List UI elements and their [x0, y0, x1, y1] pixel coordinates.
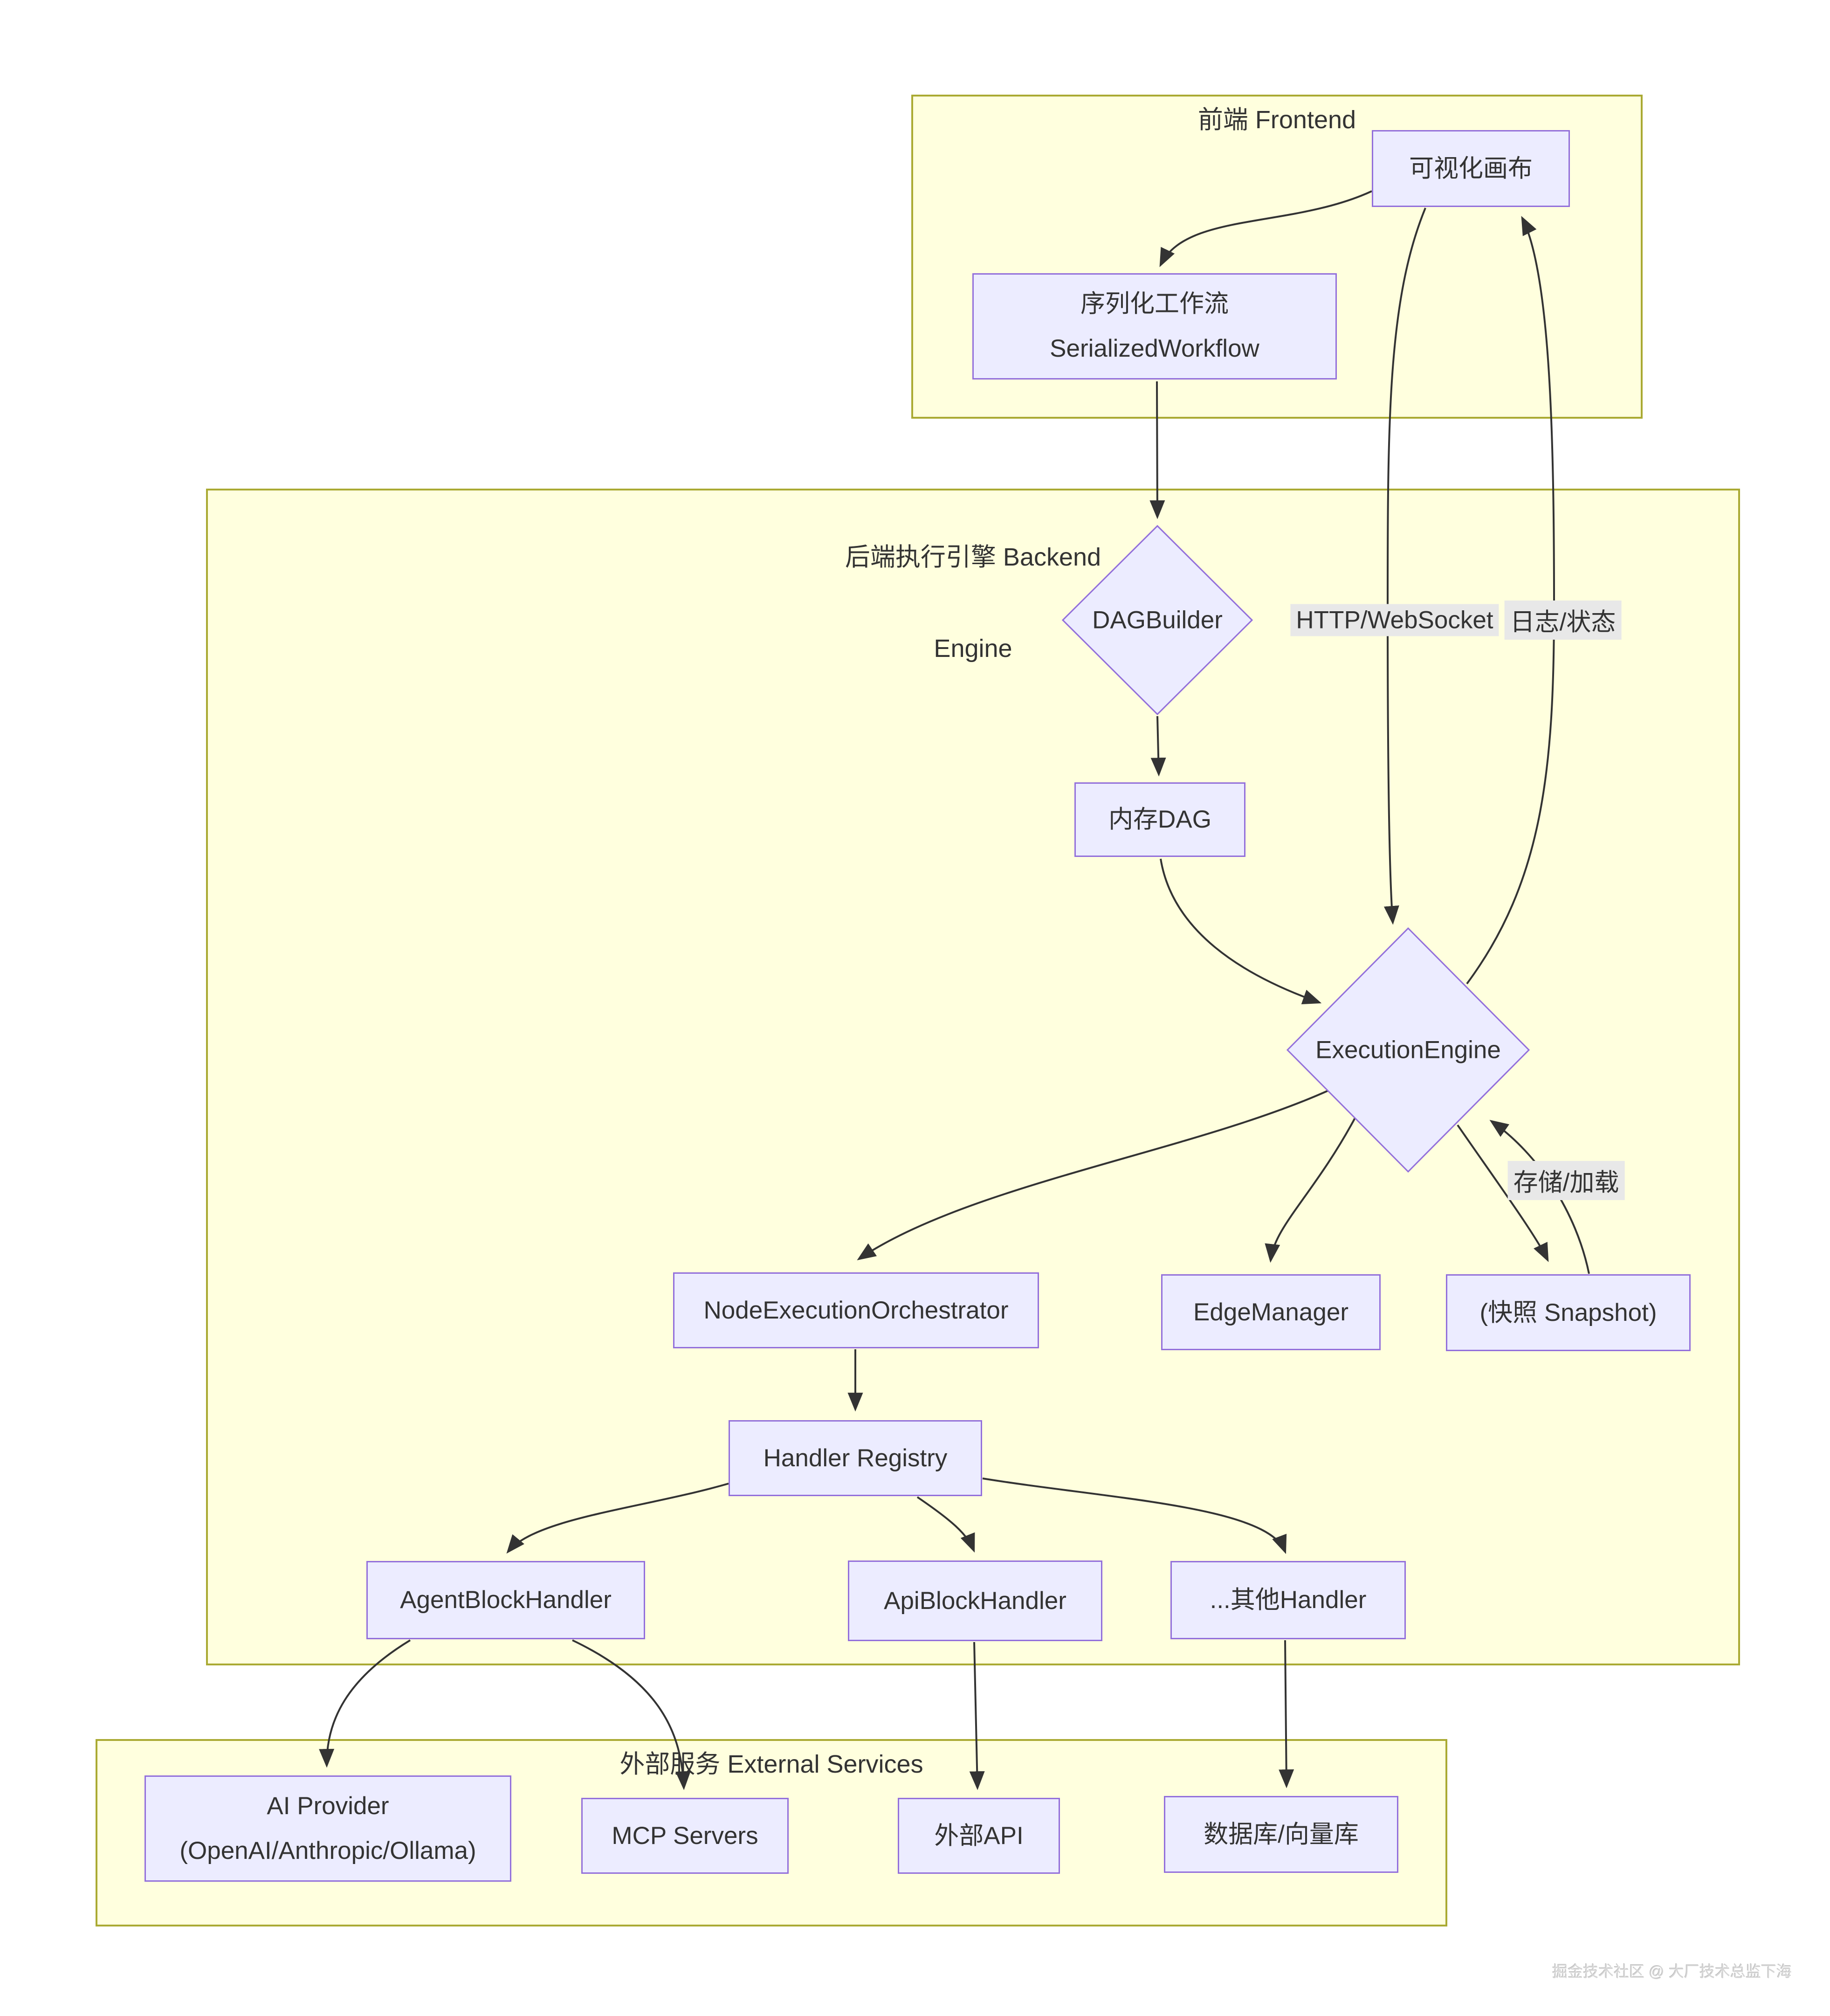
- node-snapshot-label: (快照 Snapshot): [1479, 1298, 1657, 1326]
- node-external-api: 外部API: [898, 1798, 1060, 1874]
- node-api-block-handler-label: ApiBlockHandler: [884, 1587, 1066, 1615]
- section-frontend-title: 前端 Frontend: [1197, 106, 1356, 134]
- node-serialized-workflow-line1: 序列化工作流: [1080, 290, 1229, 318]
- watermark: 掘金技术社区 @ 大厂技术总监下海: [1552, 1963, 1792, 1980]
- section-backend-title-line2: Engine: [934, 635, 1012, 663]
- node-agent-block-handler: AgentBlockHandler: [366, 1561, 645, 1639]
- node-memory-dag: 内存DAG: [1074, 782, 1245, 857]
- node-ai-provider-line2: (OpenAI/Anthropic/Ollama): [179, 1837, 476, 1864]
- edge-registry-to-agenthandler: [506, 1483, 729, 1554]
- node-snapshot: (快照 Snapshot): [1446, 1274, 1691, 1351]
- edge-canvas-to-engine-http: [1383, 207, 1426, 925]
- section-backend-title: 后端执行引擎 Backend Engine: [206, 489, 1740, 671]
- edge-otherhandler-to-db: [1279, 1640, 1294, 1788]
- edge-engine-to-edgemanager: [1265, 1117, 1356, 1263]
- node-mcp-servers-label: MCP Servers: [612, 1822, 758, 1850]
- section-external-title: 外部服务 External Services: [619, 1750, 923, 1778]
- node-api-block-handler: ApiBlockHandler: [848, 1560, 1102, 1641]
- node-other-handler-label: ...其他Handler: [1210, 1586, 1367, 1614]
- edge-engine-to-snapshot-store: [1457, 1124, 1549, 1262]
- node-executionengine-label: ExecutionEngine: [1315, 1036, 1501, 1064]
- node-database-label: 数据库/向量库: [1204, 1820, 1359, 1848]
- edge-dagbuilder-to-memdag: [1150, 716, 1166, 777]
- edge-apihandler-to-externalapi: [969, 1642, 985, 1790]
- node-orchestrator-label: NodeExecutionOrchestrator: [703, 1296, 1009, 1324]
- node-edgemanager-label: EdgeManager: [1193, 1298, 1348, 1326]
- node-mcp-servers: MCP Servers: [581, 1798, 789, 1874]
- node-edgemanager: EdgeManager: [1161, 1274, 1381, 1350]
- edge-memdag-to-engine: [1160, 858, 1322, 1004]
- node-handler-registry: Handler Registry: [729, 1420, 982, 1496]
- node-ai-provider-line1: AI Provider: [267, 1792, 389, 1820]
- node-external-api-label: 外部API: [934, 1822, 1024, 1850]
- edge-label-log-status: 日志/状态: [1504, 601, 1622, 640]
- node-visual-canvas: 可视化画布: [1372, 130, 1570, 207]
- dagbuilder-diamond: [1061, 525, 1253, 716]
- edge-canvas-to-serialized: [1159, 190, 1372, 267]
- executionengine-diamond: [1286, 927, 1530, 1173]
- node-serialized-workflow: 序列化工作流 SerializedWorkflow: [972, 273, 1337, 380]
- node-agent-block-handler-label: AgentBlockHandler: [400, 1586, 612, 1614]
- node-database: 数据库/向量库: [1164, 1796, 1398, 1873]
- node-orchestrator: NodeExecutionOrchestrator: [673, 1272, 1039, 1348]
- node-visual-canvas-label: 可视化画布: [1409, 154, 1533, 182]
- node-other-handler: ...其他Handler: [1170, 1561, 1406, 1639]
- edge-engine-to-orchestrator: [857, 1089, 1330, 1261]
- edge-registry-to-apihandler: [916, 1496, 975, 1553]
- node-serialized-workflow-line2: SerializedWorkflow: [1050, 335, 1259, 362]
- edge-label-store-load: 存储/加载: [1507, 1161, 1625, 1200]
- section-backend-title-line1: 后端执行引擎 Backend: [845, 543, 1101, 571]
- node-handler-registry-label: Handler Registry: [763, 1444, 948, 1472]
- node-memory-dag-label: 内存DAG: [1108, 806, 1211, 833]
- node-dagbuilder-label: DAGBuilder: [1092, 606, 1223, 634]
- edge-label-http-websocket: HTTP/WebSocket: [1290, 604, 1499, 636]
- edge-registry-to-otherhandler: [982, 1477, 1287, 1554]
- edge-agenthandler-to-mcp: [572, 1639, 691, 1790]
- edge-agenthandler-to-aiprovider: [319, 1639, 411, 1768]
- node-ai-provider: AI Provider (OpenAI/Anthropic/Ollama): [144, 1775, 511, 1882]
